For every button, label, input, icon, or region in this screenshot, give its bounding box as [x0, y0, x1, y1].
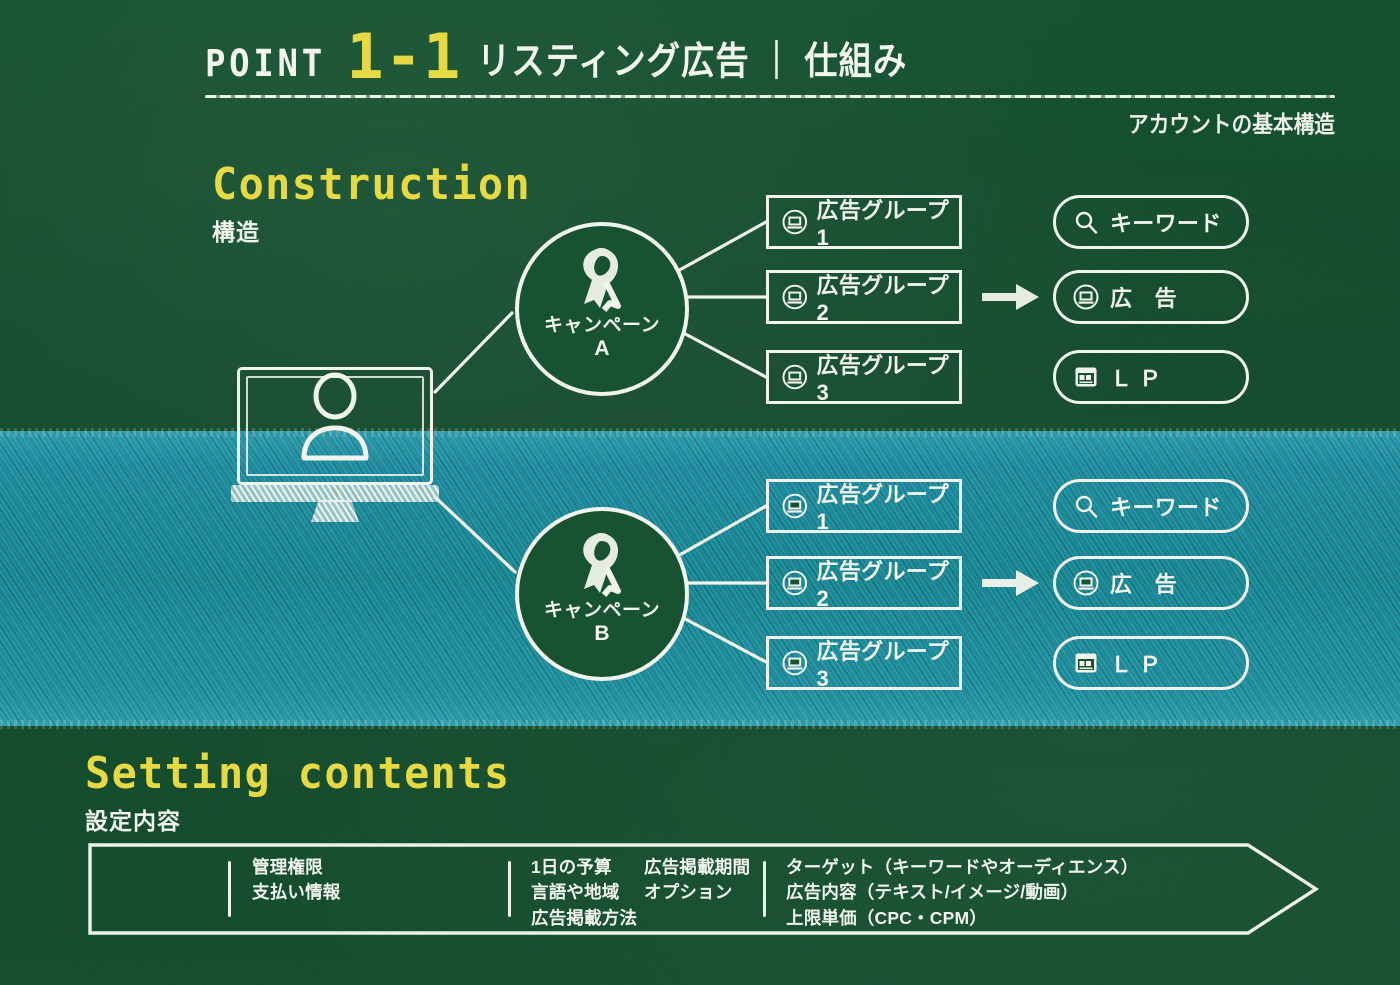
ad-group-label: 広告グループ2 — [816, 273, 950, 325]
settings-item: 管理権限 — [252, 857, 323, 877]
account-monitor — [231, 367, 439, 522]
search-icon — [1075, 211, 1098, 234]
asset-label: ＬＰ — [1110, 366, 1169, 391]
settings-item: 支払い情報 — [252, 882, 341, 903]
arrow-right-icon — [982, 570, 1039, 596]
asset-label: ＬＰ — [1110, 652, 1169, 677]
settings-banner: 管理権限 支払い情報 1日の予算 言語や地域 広告掲載方法 広告掲載期間 オプシ… — [88, 843, 1320, 935]
slide-header: POINT 1-1 リスティング広告 ｜ 仕組み アカウントの基本構造 — [205, 20, 1335, 139]
monitor-base — [231, 485, 439, 502]
monitor-icon — [782, 650, 808, 676]
asset-pill-lp[interactable]: ＬＰ — [1053, 350, 1249, 404]
asset-pill-keyword[interactable]: キーワード — [1053, 479, 1249, 533]
monitor-user-icon — [301, 372, 369, 461]
campaign-letter: A — [594, 336, 610, 360]
section-title-setting: Setting contents 設定内容 — [85, 752, 533, 836]
ad-group-box[interactable]: 広告グループ3 — [766, 350, 962, 405]
monitor-icon — [782, 209, 808, 235]
section-title-jp: 設定内容 — [85, 808, 181, 834]
settings-item: 1日の予算 — [531, 857, 612, 877]
settings-column-account: 管理権限 支払い情報 — [252, 855, 341, 906]
ad-group-box[interactable]: 広告グループ2 — [766, 270, 962, 325]
ad-group-label: 広告グループ1 — [816, 198, 950, 250]
settings-item: 広告内容（テキスト/イメージ/動画） — [786, 882, 1079, 903]
settings-item: 言語や地域 — [531, 882, 620, 903]
ad-group-label: 広告グループ3 — [816, 639, 950, 691]
section-title-en: Construction — [212, 159, 532, 210]
campaign-node-a[interactable]: キャンペーン A — [515, 222, 689, 396]
header-note: アカウントの基本構造 — [1128, 111, 1335, 138]
search-icon — [1075, 495, 1098, 518]
ad-group-label: 広告グループ2 — [816, 559, 950, 611]
campaign-node-b[interactable]: キャンペーン B — [515, 507, 689, 681]
monitor-icon — [782, 570, 808, 596]
ad-group-label: 広告グループ3 — [816, 353, 950, 405]
monitor-icon — [782, 364, 808, 390]
page-title: リスティング広告 ｜ 仕組み — [477, 41, 908, 84]
point-label: POINT — [205, 42, 326, 86]
ad-group-box[interactable]: 広告グループ3 — [766, 636, 962, 691]
settings-column-adgroup: ターゲット（キーワードやオーディエンス） 広告内容（テキスト/イメージ/動画） … — [786, 855, 1138, 931]
asset-label: 広 告 — [1110, 572, 1177, 597]
monitor-neck — [311, 500, 359, 522]
asset-pill-keyword[interactable]: キーワード — [1053, 195, 1249, 249]
point-number: 1-1 — [346, 20, 462, 93]
settings-item: 広告掲載期間 — [644, 857, 751, 877]
landing-page-icon — [1075, 653, 1097, 673]
settings-item: 広告掲載方法 — [531, 907, 638, 928]
header-divider — [205, 95, 1335, 99]
section-title-jp: 構造 — [212, 219, 260, 245]
banner-divider — [763, 861, 766, 917]
banner-arrow-shape — [88, 843, 1320, 935]
asset-pill-ad[interactable]: 広 告 — [1053, 556, 1249, 610]
settings-column-campaign-left: 1日の予算 言語や地域 広告掲載方法 — [531, 855, 637, 931]
asset-label: キーワード — [1110, 211, 1222, 236]
ad-group-box[interactable]: 広告グループ1 — [766, 479, 962, 534]
banner-divider — [508, 861, 511, 917]
ribbon-icon — [583, 247, 621, 312]
settings-item: ターゲット（キーワードやオーディエンス） — [786, 857, 1139, 877]
ad-group-box[interactable]: 広告グループ2 — [766, 556, 962, 611]
settings-item: オプション — [644, 882, 733, 903]
asset-label: 広 告 — [1110, 286, 1177, 311]
section-title-en: Setting contents — [85, 748, 511, 799]
monitor-icon — [1073, 284, 1099, 310]
banner-divider — [228, 861, 231, 917]
settings-item: 上限単価（CPC・CPM） — [786, 907, 987, 928]
asset-pill-ad[interactable]: 広 告 — [1053, 270, 1249, 324]
monitor-screen — [237, 367, 433, 485]
monitor-icon — [782, 493, 808, 519]
section-title-construction: Construction 構造 — [212, 163, 548, 247]
header-title-row: POINT 1-1 リスティング広告 ｜ 仕組み — [205, 20, 1335, 93]
ad-group-box[interactable]: 広告グループ1 — [766, 195, 962, 250]
campaign-label: キャンペーン — [543, 600, 661, 621]
settings-column-campaign-right: 広告掲載期間 オプション — [644, 855, 750, 906]
asset-pill-lp[interactable]: ＬＰ — [1053, 636, 1249, 690]
arrow-right-icon — [982, 284, 1039, 310]
landing-page-icon — [1075, 367, 1097, 387]
asset-label: キーワード — [1110, 495, 1222, 520]
ad-group-label: 広告グループ1 — [816, 482, 950, 534]
ribbon-icon — [583, 532, 621, 597]
campaign-label: キャンペーン — [543, 315, 661, 336]
monitor-icon — [1073, 570, 1099, 596]
campaign-letter: B — [594, 621, 610, 645]
monitor-icon — [782, 284, 808, 310]
